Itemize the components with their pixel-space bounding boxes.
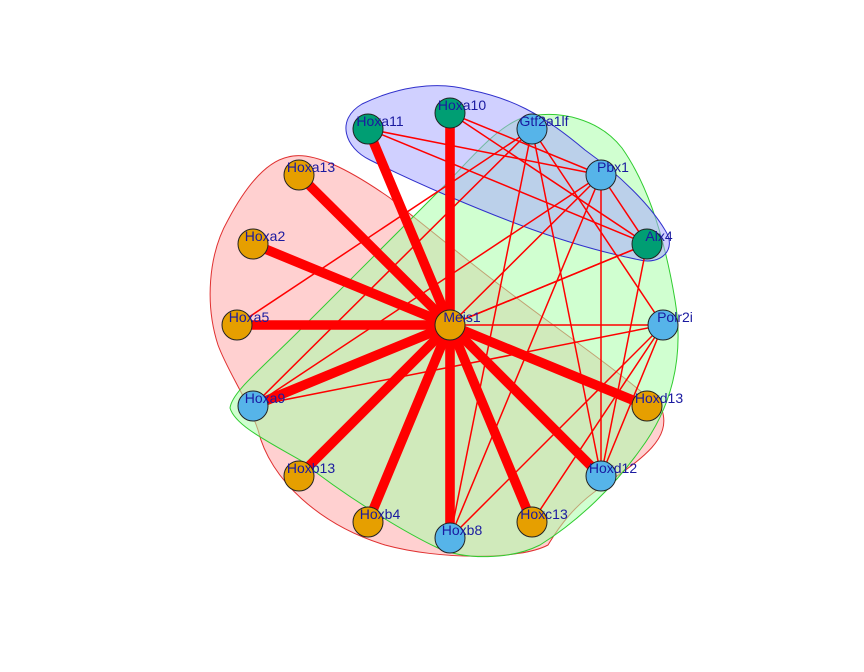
node-label: Hoxa9 bbox=[245, 390, 286, 406]
node-hoxa10[interactable]: Hoxa10 bbox=[434, 97, 486, 129]
node-circle[interactable] bbox=[434, 309, 466, 341]
node-hoxa13[interactable]: Hoxa13 bbox=[283, 159, 335, 191]
node-label: Hoxb8 bbox=[442, 522, 483, 538]
node-hoxb8[interactable]: Hoxb8 bbox=[434, 522, 483, 554]
node-circle[interactable] bbox=[352, 113, 384, 145]
node-label: Polr2i bbox=[657, 309, 693, 325]
edge-meis1-hoxd12 bbox=[446, 321, 605, 480]
node-circle[interactable] bbox=[585, 460, 617, 492]
edge-alx4-meis1 bbox=[449, 243, 648, 326]
node-circle[interactable] bbox=[283, 460, 315, 492]
node-label: Alx4 bbox=[645, 228, 672, 244]
node-hoxa11[interactable]: Hoxa11 bbox=[352, 113, 404, 145]
edge-meis1-hoxb13 bbox=[295, 321, 454, 480]
node-circle[interactable] bbox=[434, 522, 466, 554]
node-label: Hoxa11 bbox=[356, 113, 403, 129]
node-label: Hoxd12 bbox=[589, 460, 637, 476]
edge-meis1-hoxc13 bbox=[445, 323, 537, 524]
node-label: Hoxa13 bbox=[287, 159, 335, 175]
edge-meis1-hoxb4 bbox=[363, 323, 455, 524]
node-label: Hoxa10 bbox=[438, 97, 486, 113]
edge-hoxa11-pbx1 bbox=[367, 128, 602, 176]
node-circle[interactable] bbox=[516, 113, 548, 145]
node-hoxc13[interactable]: Hoxc13 bbox=[516, 506, 568, 538]
edge-meis1-hoxa9 bbox=[251, 320, 452, 411]
node-circle[interactable] bbox=[631, 228, 663, 260]
node-label: Hoxc13 bbox=[520, 506, 568, 522]
node-label: Hoxa5 bbox=[229, 309, 270, 325]
node-circle[interactable] bbox=[352, 506, 384, 538]
edge-hoxa10-alx4 bbox=[449, 112, 648, 245]
node-alx4[interactable]: Alx4 bbox=[631, 228, 673, 260]
node-circle[interactable] bbox=[434, 97, 466, 129]
edge-gtf2a1lf-hoxd12 bbox=[531, 128, 602, 477]
node-circle[interactable] bbox=[585, 159, 617, 191]
node-hoxa2[interactable]: Hoxa2 bbox=[237, 228, 286, 260]
node-hoxd12[interactable]: Hoxd12 bbox=[585, 460, 637, 492]
edge-pbx1-hoxa9 bbox=[252, 174, 602, 407]
node-label: Gtf2a1lf bbox=[519, 113, 568, 129]
edge-meis1-hoxa2 bbox=[251, 239, 452, 330]
edge-alx4-hoxd12 bbox=[600, 243, 648, 477]
edge-pbx1-meis1 bbox=[449, 174, 602, 326]
group-hull-blue bbox=[345, 85, 670, 262]
edge-polr2i-hoxc13 bbox=[531, 324, 664, 523]
node-circle[interactable] bbox=[221, 309, 253, 341]
edge-gtf2a1lf-polr2i bbox=[531, 128, 664, 326]
node-hoxa5[interactable]: Hoxa5 bbox=[221, 309, 270, 341]
node-label: Hoxa2 bbox=[245, 228, 286, 244]
edge-meis1-hoxa11 bbox=[363, 127, 455, 327]
node-polr2i[interactable]: Polr2i bbox=[647, 309, 693, 341]
node-gtf2a1lf[interactable]: Gtf2a1lf bbox=[516, 113, 569, 145]
node-label: Hoxb4 bbox=[360, 506, 401, 522]
node-circle[interactable] bbox=[631, 390, 663, 422]
node-label: Hoxb13 bbox=[287, 460, 335, 476]
node-circle[interactable] bbox=[237, 228, 269, 260]
node-label: Pbx1 bbox=[597, 159, 629, 175]
node-hoxa9[interactable]: Hoxa9 bbox=[237, 390, 286, 422]
node-circle[interactable] bbox=[647, 309, 679, 341]
node-circle[interactable] bbox=[516, 506, 548, 538]
node-hoxb13[interactable]: Hoxb13 bbox=[283, 460, 335, 492]
node-meis1[interactable]: Meis1 bbox=[434, 309, 481, 341]
edge-gtf2a1lf-hoxa5 bbox=[236, 128, 533, 326]
node-label: Hoxd13 bbox=[635, 390, 683, 406]
edge-gtf2a1lf-hoxb8 bbox=[449, 128, 533, 539]
edge-hoxa10-pbx1 bbox=[449, 112, 602, 176]
node-hoxd13[interactable]: Hoxd13 bbox=[631, 390, 683, 422]
edge-meis1-hoxd13 bbox=[448, 320, 649, 411]
edge-polr2i-hoxa9 bbox=[252, 324, 664, 407]
edges-layer bbox=[236, 112, 664, 539]
node-hoxb4[interactable]: Hoxb4 bbox=[352, 506, 401, 538]
node-label: Meis1 bbox=[443, 309, 481, 325]
node-circle[interactable] bbox=[283, 159, 315, 191]
node-pbx1[interactable]: Pbx1 bbox=[585, 159, 629, 191]
node-circle[interactable] bbox=[237, 390, 269, 422]
edge-meis1-hoxa13 bbox=[295, 171, 454, 329]
